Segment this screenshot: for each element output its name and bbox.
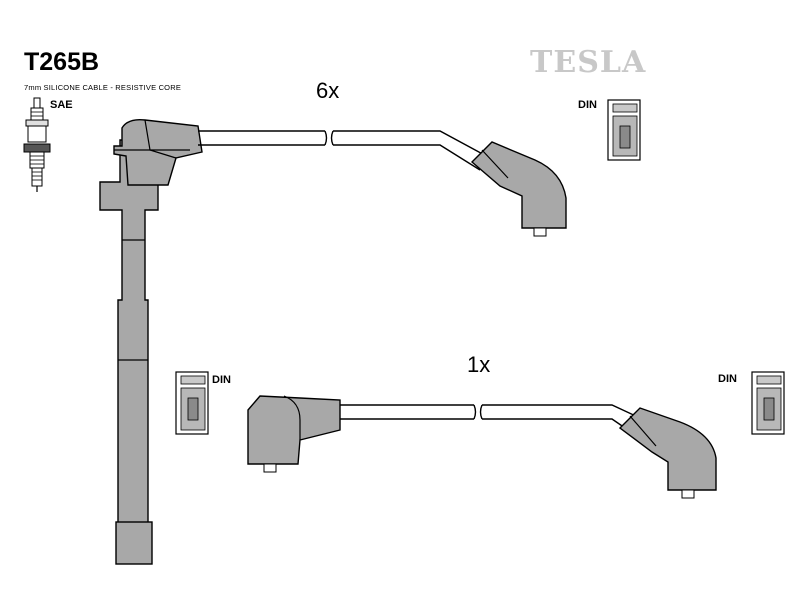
top-right-boot [470, 141, 567, 237]
din-label-bottom: DIN [718, 373, 737, 385]
din-terminal-icon-bottom [751, 371, 785, 435]
din-label-middle: DIN [212, 374, 231, 386]
bottom-left-boot [247, 395, 341, 473]
long-plug-boot [99, 139, 159, 565]
quantity-top-cable: 6x [316, 78, 339, 103]
cable-description: 7mm SILICONE CABLE - RESISTIVE CORE [24, 83, 181, 92]
din-terminal-icon-middle [175, 371, 209, 435]
din-label-top: DIN [578, 99, 597, 111]
cable-1x [340, 404, 641, 431]
quantity-bottom-cable: 1x [467, 352, 490, 377]
bottom-right-boot [618, 407, 717, 499]
spark-plug-icon [23, 97, 51, 192]
part-code: T265B [24, 48, 99, 76]
top-angled-boot [113, 118, 203, 186]
brand-logo: TESLA [530, 45, 646, 80]
din-terminal-icon-top [607, 99, 641, 161]
cable-6x [198, 130, 491, 171]
sae-label: SAE [50, 99, 73, 111]
